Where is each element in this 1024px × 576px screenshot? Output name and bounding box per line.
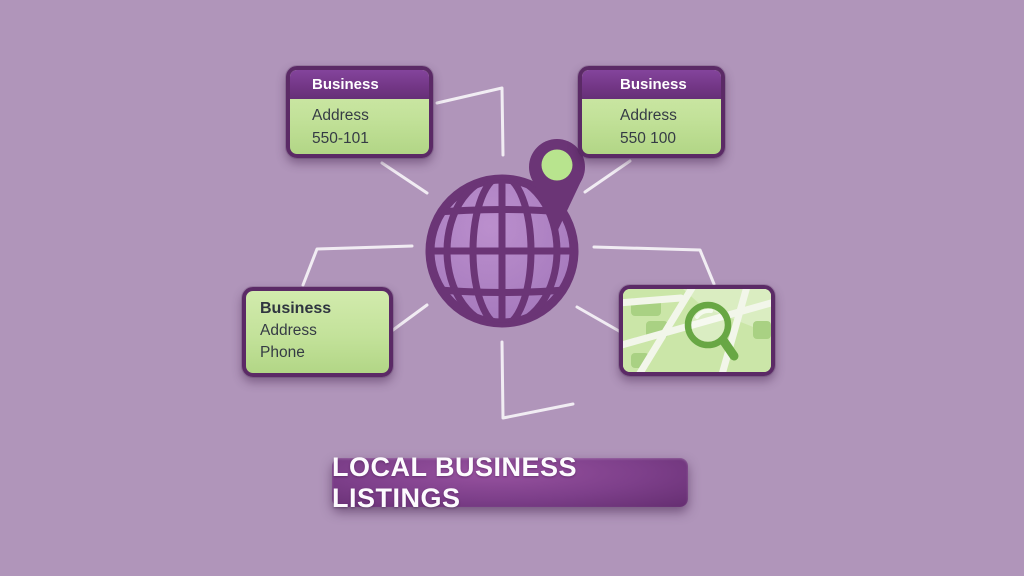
business-card-number: 550 100 bbox=[620, 130, 677, 147]
business-card-body: Address 550 100 bbox=[582, 99, 721, 150]
business-card-title: Business bbox=[260, 300, 332, 317]
location-pin-icon bbox=[529, 139, 585, 232]
connector-topleft-card-to-globe bbox=[435, 86, 505, 157]
title-banner: LOCAL BUSINESS LISTINGS bbox=[332, 452, 688, 513]
business-card-header-label: Business bbox=[620, 76, 687, 93]
magnifier-icon bbox=[684, 301, 739, 361]
business-card-phone: Phone bbox=[260, 344, 305, 361]
business-card-body: Business Address Phone bbox=[246, 291, 389, 364]
connector-globe-bottom-elbow bbox=[500, 340, 575, 420]
business-card-bottom-left: Business Address Phone bbox=[242, 287, 393, 377]
business-card-body: Address 550-101 bbox=[290, 99, 429, 150]
business-card-header: Business bbox=[290, 70, 429, 99]
business-card-address: Address bbox=[620, 107, 677, 124]
title-banner-label: LOCAL BUSINESS LISTINGS bbox=[332, 451, 578, 513]
business-card-number: 550-101 bbox=[312, 130, 369, 147]
map-icon bbox=[623, 289, 771, 372]
connector-topleft-card-stub bbox=[380, 161, 429, 195]
business-card-address: Address bbox=[312, 107, 369, 124]
connector-bottomleft-card-stub bbox=[391, 303, 429, 332]
globe-icon bbox=[425, 174, 579, 328]
business-card-top-right: Business Address 550 100 bbox=[578, 66, 725, 158]
connector-map-card-stub bbox=[575, 305, 621, 333]
business-card-header-label: Business bbox=[312, 76, 379, 93]
business-card-address: Address bbox=[260, 322, 317, 339]
business-card-header: Business bbox=[582, 70, 721, 99]
connector-globe-to-bottomleft-card bbox=[301, 244, 414, 287]
connector-globe-to-map-card bbox=[592, 245, 716, 286]
business-card-top-left: Business Address 550-101 bbox=[286, 66, 433, 158]
map-card bbox=[619, 285, 775, 376]
connector-topright-card-to-pin bbox=[583, 159, 632, 194]
